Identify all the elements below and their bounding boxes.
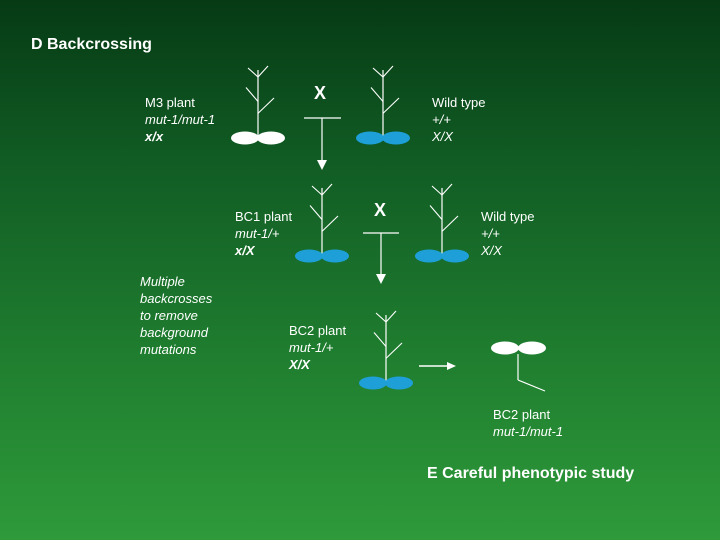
leaf [491,341,519,355]
bc2-het-plant [359,310,413,390]
leaf [441,249,469,263]
bc1-plant [295,183,349,263]
wt-top-name: Wild type [432,95,486,110]
bc1-plant-label: BC1 plant mut-1/+ x/X [235,208,292,259]
leaf [321,249,349,263]
bc2a-background: X/X [289,357,310,372]
leaf [518,341,546,355]
bc2-hom-label: BC2 plant mut-1/mut-1 [493,406,563,440]
leaf [359,376,387,390]
m3-mutant-plant [231,65,285,145]
cross-symbol-mid: X [374,200,387,220]
note-line: backcrosses [140,291,213,306]
arrowhead-top [317,160,327,170]
bc2a-name: BC2 plant [289,323,347,338]
m3-name: M3 plant [145,95,195,110]
note-line: mutations [140,342,197,357]
bc2-mutant-plant [491,341,546,392]
wt-mid-background: X/X [481,243,502,258]
bc1-genotype: mut-1/+ [235,226,280,241]
wildtype-plant-mid [415,183,469,263]
wt-mid-name: Wild type [481,209,535,224]
leaf [231,131,259,145]
note-line: background [140,325,208,340]
cross-symbol-top: X [314,83,327,103]
leaf [385,376,413,390]
bc2b-name: BC2 plant [493,407,551,422]
bc1-name: BC1 plant [235,209,293,224]
wt-top-genotype: +/+ [432,112,451,127]
bc1-background: x/X [235,243,255,258]
bc2-het-label: BC2 plant mut-1/+ X/X [289,322,346,373]
leaf [356,131,384,145]
note-line: to remove [140,308,198,323]
note-line: Multiple [140,274,185,289]
leaf [415,249,443,263]
bc2a-genotype: mut-1/+ [289,340,334,355]
bc2b-genotype: mut-1/mut-1 [493,424,564,439]
wildtype-mid-label: Wild type +/+ X/X [481,208,534,259]
m3-background: x/x [145,129,164,144]
wildtype-plant-top [356,65,410,145]
m3-plant-label: M3 plant mut-1/mut-1 x/x [145,94,215,145]
wildtype-top-label: Wild type +/+ X/X [432,94,485,145]
multiple-backcrosses-note: Multiple backcrosses to remove backgroun… [140,273,212,358]
leaf [295,249,323,263]
arrowhead-mid [376,274,386,284]
m3-genotype: mut-1/mut-1 [145,112,216,127]
wt-top-background: X/X [432,129,453,144]
diagram-title: D Backcrossing [31,36,152,53]
leaf [257,131,285,145]
section-e-title: E Careful phenotypic study [427,465,635,482]
leaf [382,131,410,145]
wt-mid-genotype: +/+ [481,226,500,241]
arrowhead-right [447,362,456,370]
